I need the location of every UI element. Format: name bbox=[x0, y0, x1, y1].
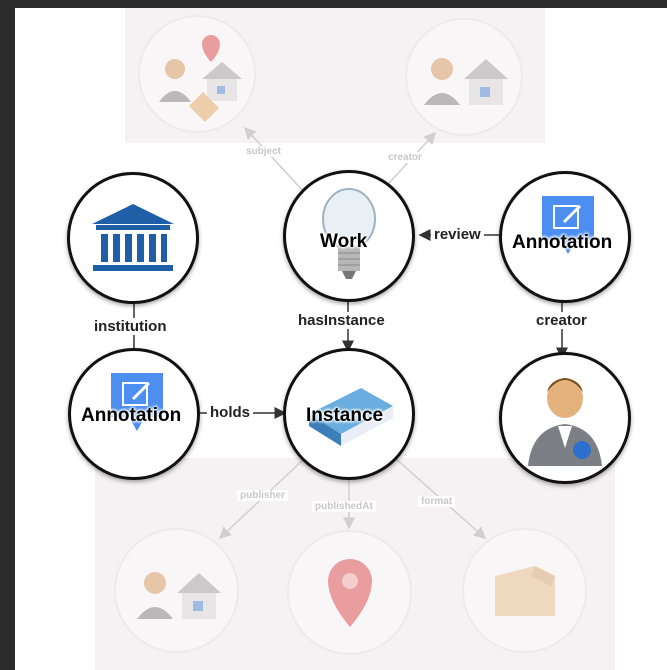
location-pin-icon bbox=[327, 558, 372, 627]
edge-label-holds: holds bbox=[207, 404, 253, 421]
annotation-edit-icon bbox=[111, 373, 163, 431]
person-icon bbox=[528, 378, 602, 466]
person-icon bbox=[424, 58, 460, 105]
edge-label-format: format bbox=[418, 496, 456, 507]
subject-node bbox=[138, 15, 256, 133]
work-node: Work bbox=[283, 170, 415, 302]
edge-label-publisher: publisher bbox=[237, 490, 289, 501]
edge-label-institution: institution bbox=[91, 318, 170, 335]
institution-building-icon bbox=[92, 204, 174, 271]
annotation-edit-icon bbox=[542, 196, 594, 254]
house-icon bbox=[176, 572, 221, 619]
creator-person-node bbox=[499, 352, 631, 484]
book-icon bbox=[309, 388, 393, 446]
instance-label: Instance bbox=[306, 405, 384, 426]
publisher-node bbox=[114, 528, 239, 653]
location-pin-icon bbox=[202, 35, 220, 62]
edge-subject bbox=[243, 126, 306, 194]
edge-label-review: review bbox=[431, 226, 484, 243]
annotation-left-node: Annotation bbox=[68, 348, 200, 480]
work-label: Work bbox=[320, 231, 368, 252]
lightbulb-icon bbox=[322, 188, 376, 279]
annotation-left-label: Annotation bbox=[81, 405, 182, 426]
price-tag-icon bbox=[189, 92, 219, 122]
institution-node bbox=[67, 172, 199, 304]
annotation-top-label: Annotation bbox=[512, 232, 613, 253]
box-icon bbox=[494, 565, 555, 616]
person-icon bbox=[136, 571, 173, 619]
edge-label-publishedAt: publishedAt bbox=[312, 501, 376, 512]
creator-top-node bbox=[405, 18, 523, 136]
house-icon bbox=[464, 59, 508, 105]
edge-label-subject: subject bbox=[243, 146, 285, 157]
publishedAt-node bbox=[287, 530, 412, 655]
edge-label-hasInstance: hasInstance bbox=[295, 312, 388, 329]
annotation-top-node: Annotation bbox=[499, 171, 631, 303]
diagram-canvas: subject creator Work review bbox=[15, 8, 667, 670]
edge-label-creator-right: creator bbox=[533, 312, 590, 329]
house-icon bbox=[202, 62, 242, 101]
instance-node: Instance bbox=[283, 348, 415, 480]
format-node bbox=[462, 528, 587, 653]
edge-label-creator-top: creator bbox=[385, 152, 425, 163]
person-icon bbox=[159, 59, 191, 102]
